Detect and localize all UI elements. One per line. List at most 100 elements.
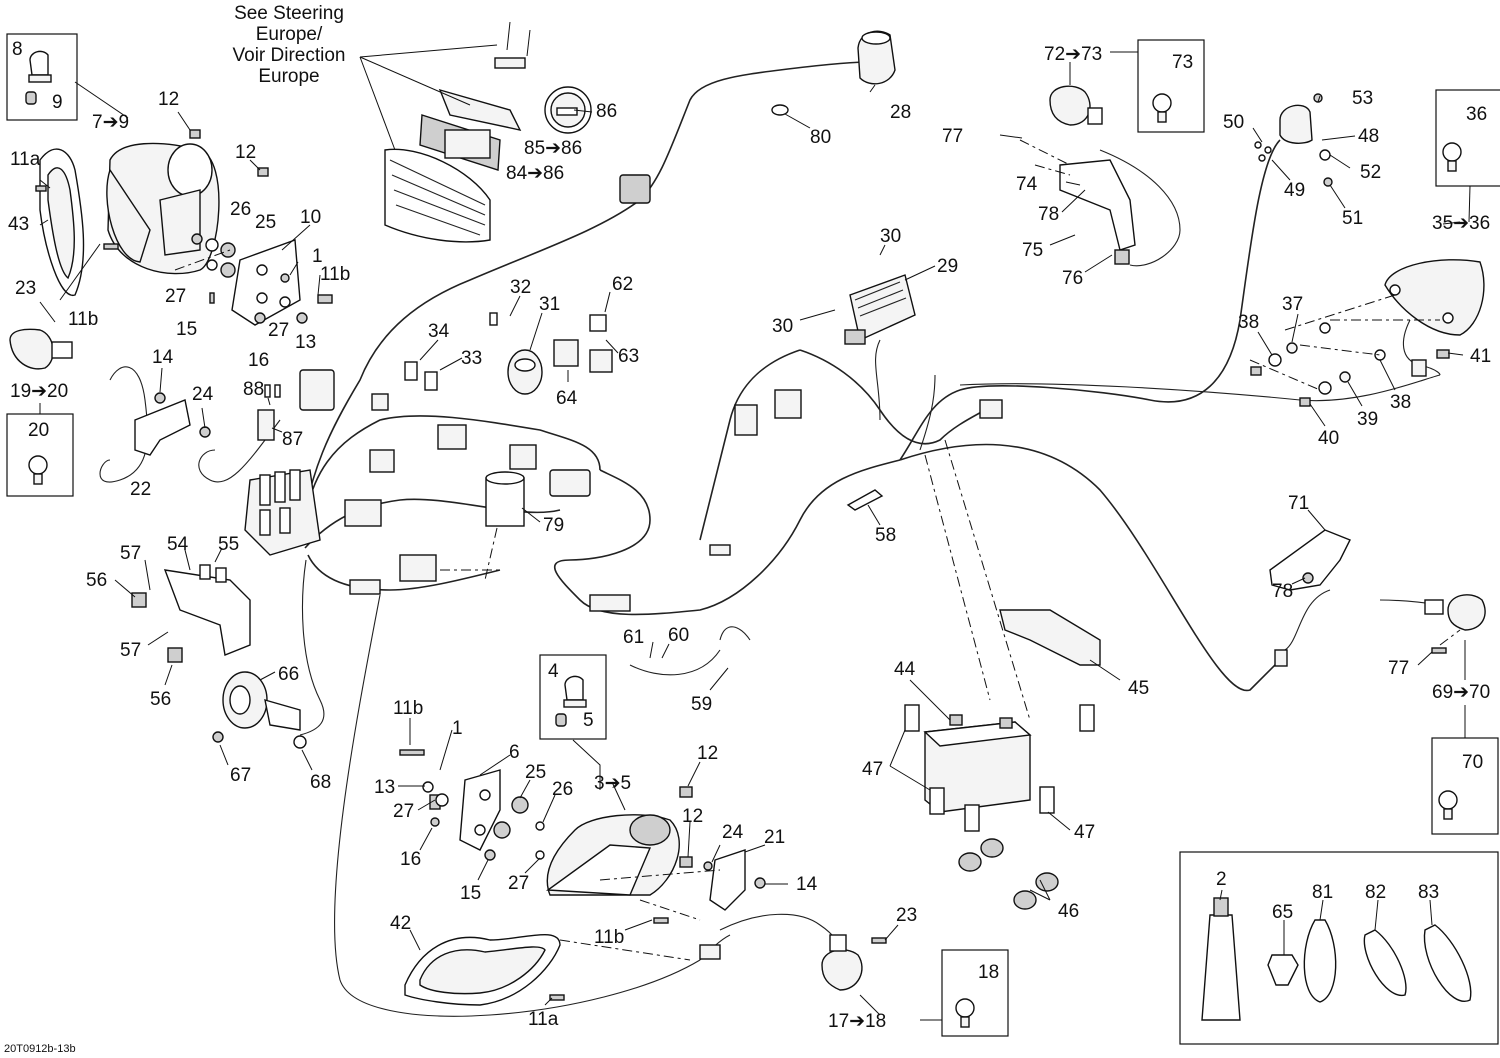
module-29	[844, 274, 916, 345]
callout-52: 52	[1360, 162, 1381, 183]
callout-38: 38	[1390, 392, 1411, 413]
callout-88: 88	[243, 379, 264, 400]
connectors-32-34	[371, 361, 438, 411]
switch-28	[857, 30, 896, 85]
callout-45: 45	[1128, 678, 1149, 699]
callout-59: 59	[691, 694, 712, 715]
callout-23: 23	[896, 905, 917, 926]
callout-35to36: 35➔36	[1432, 213, 1490, 234]
callout-21: 21	[764, 827, 785, 848]
callout-7to9: 7➔9	[92, 112, 129, 133]
drawing-code: 20T0912b-13b	[4, 1043, 76, 1055]
battery-strap-45	[999, 609, 1101, 666]
callout-11b: 11b	[68, 309, 98, 330]
callout-66: 66	[278, 664, 299, 685]
callout-16: 16	[248, 350, 269, 371]
callout-62: 62	[612, 274, 633, 295]
turn-signal-right-17	[699, 934, 887, 991]
callout-5: 5	[583, 710, 594, 731]
callout-69to70: 69➔70	[1432, 682, 1490, 703]
callout-49: 49	[1284, 180, 1305, 201]
callout-8: 8	[12, 39, 23, 60]
callout-77: 77	[942, 126, 963, 147]
callout-75: 75	[1022, 240, 1043, 261]
callout-24: 24	[722, 822, 744, 843]
callout-11a: 11a	[10, 149, 41, 170]
callout-58: 58	[875, 525, 896, 546]
callout-87: 87	[282, 429, 303, 450]
callout-27: 27	[508, 873, 529, 894]
callout-65: 65	[1272, 902, 1293, 923]
callout-71: 71	[1288, 493, 1309, 514]
callout-9: 9	[52, 92, 63, 113]
callout-79: 79	[543, 515, 564, 536]
callout-33: 33	[461, 348, 482, 369]
assembly-center-lines	[174, 139, 1461, 961]
callout-57: 57	[120, 543, 141, 564]
callout-12: 12	[158, 89, 179, 110]
callout-10: 10	[300, 207, 321, 228]
gauge-cluster-85	[419, 88, 522, 171]
leader-lines	[39, 44, 1471, 1021]
callout-13: 13	[374, 777, 395, 798]
taillight-assembly	[1384, 259, 1485, 336]
callout-38: 38	[1238, 312, 1259, 333]
callout-12: 12	[697, 743, 718, 764]
callout-26: 26	[230, 199, 251, 220]
gauge-86	[544, 86, 592, 134]
callout-76: 76	[1062, 268, 1083, 289]
steering-screws	[494, 21, 531, 69]
callout-80: 80	[810, 127, 831, 148]
callout-29: 29	[937, 256, 958, 277]
ignition-switch-31	[489, 312, 543, 395]
callout-27: 27	[165, 286, 186, 307]
callout-18: 18	[978, 962, 999, 983]
callout-81: 81	[1312, 882, 1333, 903]
callout-50: 50	[1223, 112, 1244, 133]
callout-2: 2	[1216, 869, 1227, 890]
rear-turn-signal-bracket-71	[1269, 529, 1351, 591]
callout-78: 78	[1272, 581, 1293, 602]
callout-28: 28	[890, 102, 911, 123]
connector-87-88	[257, 384, 281, 441]
callout-36: 36	[1466, 104, 1487, 125]
callout-30: 30	[772, 316, 793, 337]
bumpers-46	[958, 838, 1059, 910]
callout-85to86: 85➔86	[524, 138, 582, 159]
callout-77: 77	[1388, 658, 1409, 679]
turn-signal-left	[9, 328, 73, 370]
callout-74: 74	[1016, 174, 1038, 195]
horn-66	[212, 671, 307, 749]
callout-39: 39	[1357, 409, 1378, 430]
tie-58	[846, 489, 884, 511]
steering-cover	[384, 148, 491, 243]
callout-32: 32	[510, 277, 531, 298]
fuse-box	[244, 469, 321, 556]
callout-82: 82	[1365, 882, 1386, 903]
callout-25: 25	[255, 212, 276, 233]
callout-84to86: 84➔86	[506, 163, 564, 184]
callout-3to5: 3➔5	[594, 773, 631, 794]
headlamp-bracket-10	[231, 239, 301, 326]
callout-67: 67	[230, 765, 251, 786]
callout-40: 40	[1318, 428, 1339, 449]
steering-note-line1: See Steering	[234, 3, 344, 24]
callout-15: 15	[176, 319, 197, 340]
bracket-21	[709, 849, 746, 911]
callout-48: 48	[1358, 126, 1379, 147]
callout-47: 47	[862, 759, 883, 780]
callout-6: 6	[509, 742, 520, 763]
callout-15: 15	[460, 883, 481, 904]
callout-13: 13	[295, 332, 316, 353]
callout-11a: 11a	[528, 1009, 559, 1030]
rear-turn-signal-69	[1274, 594, 1486, 667]
callout-78: 78	[1038, 204, 1059, 225]
callout-19to20: 19➔20	[10, 381, 68, 402]
callout-70: 70	[1462, 752, 1483, 773]
bracket-54	[131, 564, 251, 663]
callout-11b: 11b	[594, 927, 624, 948]
callout-12: 12	[682, 806, 703, 827]
small-hardware-left	[35, 129, 333, 324]
callout-54: 54	[167, 534, 189, 555]
